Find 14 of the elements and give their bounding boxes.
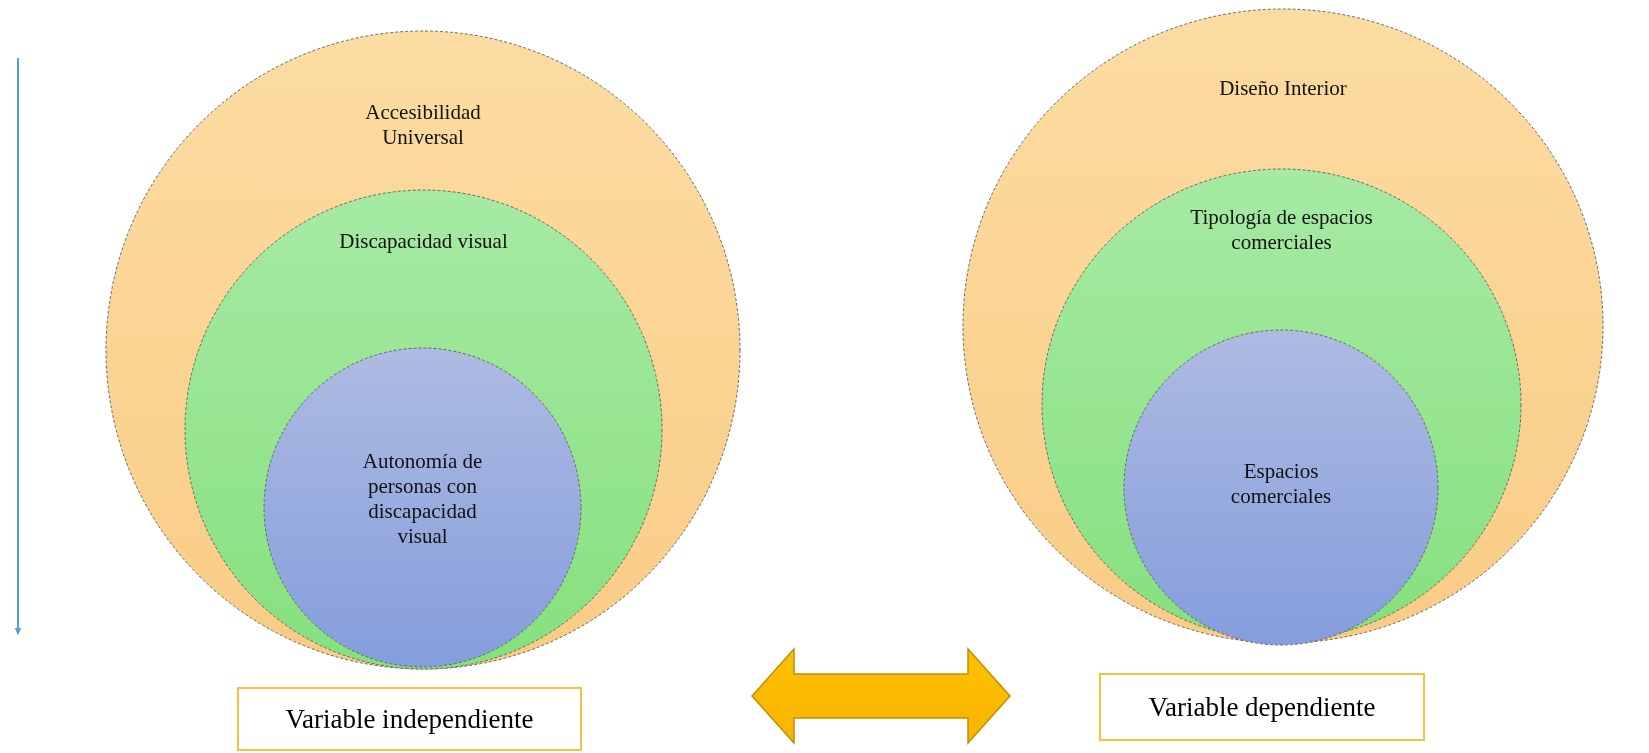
variable-box: Variable dependiente xyxy=(1099,673,1425,741)
nested-circle xyxy=(1123,329,1439,646)
circle-label: Autonomía de personas con discapacidad visual xyxy=(361,449,484,549)
circle-label: Espacios comerciales xyxy=(1229,459,1333,509)
nested-circle xyxy=(105,30,741,670)
nested-circle xyxy=(184,189,663,670)
circle-label: Diseño Interior xyxy=(1218,76,1348,101)
circle-label: Accesibilidad Universal xyxy=(364,100,482,150)
nested-circle xyxy=(263,347,582,668)
double-arrow xyxy=(751,647,1011,745)
circle-label: Tipología de espacios comerciales xyxy=(1189,205,1374,255)
variable-box: Variable independiente xyxy=(237,687,582,751)
nested-circle xyxy=(962,8,1604,644)
circle-label: Discapacidad visual xyxy=(338,229,509,254)
